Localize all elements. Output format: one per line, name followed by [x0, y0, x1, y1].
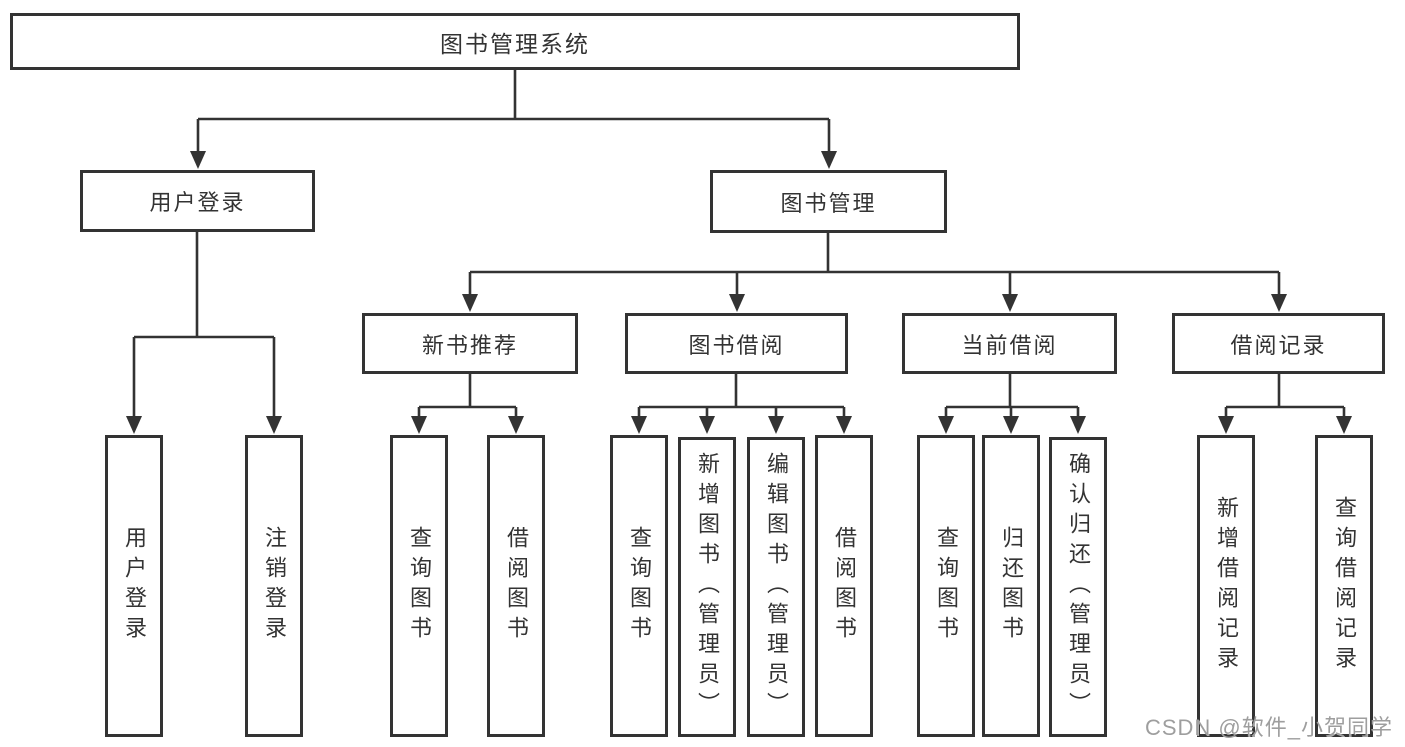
node-label: 归还图书 — [999, 526, 1024, 646]
leaf-query-borrow-record: 查询借阅记录 — [1315, 435, 1373, 737]
leaf-logout: 注销登录 — [245, 435, 303, 737]
node-label: 借阅记录 — [1230, 332, 1327, 358]
node-label: 查询图书 — [934, 526, 959, 646]
leaf-user-login: 用户登录 — [105, 435, 163, 737]
node-borrow-records: 借阅记录 — [1172, 313, 1385, 374]
node-label: 图书借阅 — [688, 332, 785, 358]
node-label: 编辑图书（管理员） — [764, 452, 789, 722]
node-library-system: 图书管理系统 — [10, 13, 1020, 70]
node-label: 借阅图书 — [504, 526, 529, 646]
node-label: 图书管理系统 — [440, 30, 590, 57]
node-current-borrowing: 当前借阅 — [902, 313, 1117, 374]
node-label: 当前借阅 — [961, 332, 1058, 358]
leaf-borrow-book-2: 借阅图书 — [815, 435, 873, 737]
leaf-query-book-1: 查询图书 — [390, 435, 448, 737]
leaf-confirm-return-admin: 确认归还（管理员） — [1049, 437, 1107, 737]
node-label: 确认归还（管理员） — [1066, 452, 1091, 722]
node-new-book-recommend: 新书推荐 — [362, 313, 578, 374]
csdn-watermark: CSDN @软件_小贺同学 — [1144, 715, 1393, 740]
connector-strokes — [132, 70, 1346, 420]
node-label: 新书推荐 — [421, 332, 518, 358]
arrowheads — [126, 151, 1352, 434]
node-label: 新增借阅记录 — [1214, 496, 1239, 676]
node-label: 用户登录 — [122, 526, 147, 646]
node-user-login: 用户登录 — [80, 170, 315, 232]
node-label: 图书管理 — [780, 190, 877, 216]
node-label: 查询图书 — [627, 526, 652, 646]
node-book-borrowing: 图书借阅 — [625, 313, 848, 374]
node-label: 注销登录 — [262, 526, 287, 646]
node-book-management: 图书管理 — [710, 170, 947, 233]
leaf-add-book-admin: 新增图书（管理员） — [678, 437, 736, 737]
leaf-edit-book-admin: 编辑图书（管理员） — [747, 437, 805, 737]
node-label: 新增图书（管理员） — [695, 452, 720, 722]
leaf-query-book-2: 查询图书 — [610, 435, 668, 737]
leaf-return-book: 归还图书 — [982, 435, 1040, 737]
leaf-add-borrow-record: 新增借阅记录 — [1197, 435, 1255, 737]
node-label: 查询借阅记录 — [1332, 496, 1357, 676]
node-label: 用户登录 — [149, 190, 246, 215]
node-label: 查询图书 — [407, 526, 432, 646]
node-label: 借阅图书 — [832, 526, 857, 646]
leaf-borrow-book-1: 借阅图书 — [487, 435, 545, 737]
leaf-query-book-3: 查询图书 — [917, 435, 975, 737]
